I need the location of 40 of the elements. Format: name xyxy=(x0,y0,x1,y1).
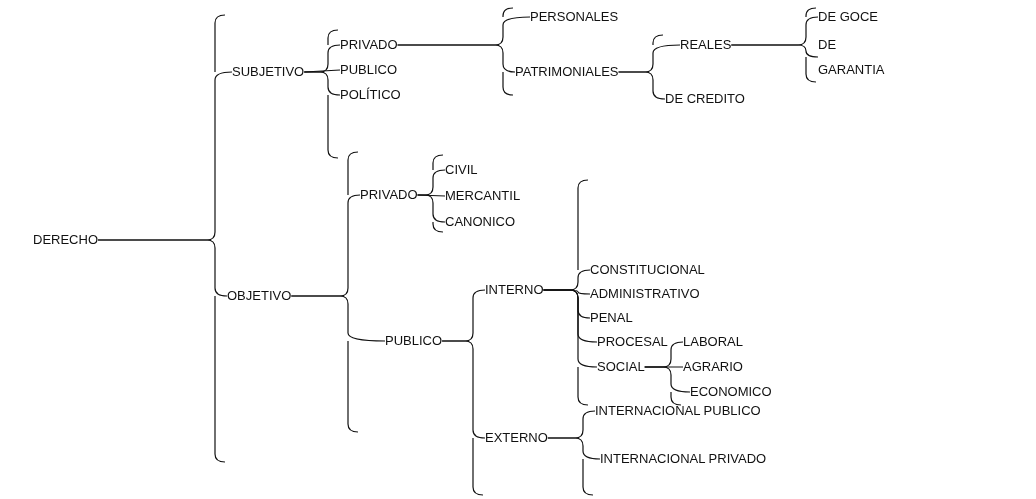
term-label: INTERNACIONAL PUBLICO xyxy=(595,403,761,419)
term-label: CIVIL xyxy=(445,162,478,178)
term-label: DE GARANTIA xyxy=(818,32,893,82)
brace-connector xyxy=(396,44,516,73)
term-label: PRIVADO xyxy=(360,187,418,203)
term-label: LABORAL xyxy=(683,334,743,350)
brace-connector xyxy=(441,340,486,439)
brace-connector xyxy=(303,71,341,96)
term-label: PATRIMONIALES xyxy=(515,64,619,80)
brace-connector xyxy=(547,437,601,460)
term-label: PROCESAL xyxy=(597,334,668,350)
term-label: DE CREDITO xyxy=(665,91,745,107)
term-label: EXTERNO xyxy=(485,430,548,446)
term-label: PERSONALES xyxy=(530,9,619,25)
term-label: PENAL xyxy=(590,310,633,326)
term-label: OBJETIVO xyxy=(227,288,292,304)
brace-connector xyxy=(290,295,386,342)
term-label: DERECHO xyxy=(33,232,98,248)
term-label: INTERNO xyxy=(485,282,544,298)
term-label: MERCANTIL xyxy=(445,188,521,204)
term-label: CANONICO xyxy=(445,214,516,230)
term-label: AGRARIO xyxy=(683,359,743,375)
term-label: POLÍTICO xyxy=(340,87,401,103)
term-label: DE GOCE xyxy=(818,9,878,25)
term-label: PRIVADO xyxy=(340,37,398,53)
term-label: INTERNACIONAL PRIVADO xyxy=(600,451,767,467)
term-label: CONSTITUCIONAL xyxy=(590,262,705,278)
term-label: PUBLICO xyxy=(385,333,443,349)
brace-connector xyxy=(416,194,446,223)
brace-connector xyxy=(617,71,666,100)
brace-connector xyxy=(97,239,228,297)
term-label: ADMINISTRATIVO xyxy=(590,286,700,302)
term-label: SUBJETIVO xyxy=(232,64,305,80)
term-label: REALES xyxy=(680,37,732,53)
term-label: SOCIAL xyxy=(597,359,645,375)
brace-connector xyxy=(542,289,598,368)
term-label: PUBLICO xyxy=(340,62,398,78)
brace-connector xyxy=(644,366,691,393)
brace-connector xyxy=(730,44,819,58)
term-label: ECONOMICO xyxy=(690,384,772,400)
